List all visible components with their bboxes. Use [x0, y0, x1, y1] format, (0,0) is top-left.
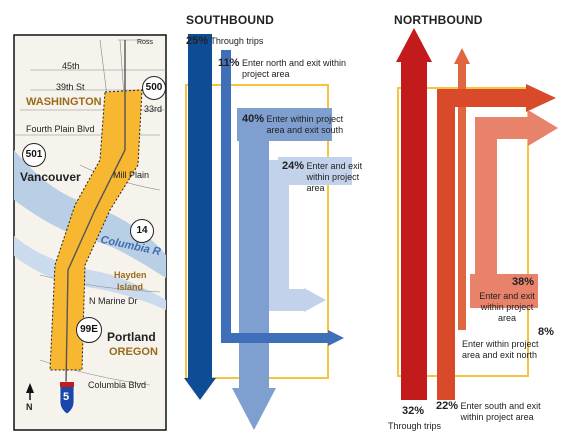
- sb-25-pct: 25%: [186, 35, 209, 47]
- nb-38-pct: 38%: [512, 276, 535, 288]
- southbound-heading: SOUTHBOUND: [186, 13, 274, 27]
- sb-11-label: Enter north and exit within project area: [241, 58, 346, 79]
- nb-8-pct: 8%: [538, 326, 554, 338]
- state-washington: WASHINGTON: [26, 96, 102, 108]
- sb-11-item: 11% Enter north and exit within project …: [218, 58, 357, 80]
- river-channel: [14, 236, 166, 310]
- hayden-island-line1: Hayden: [114, 270, 147, 280]
- route-501-shield-icon: 501: [22, 143, 46, 167]
- sb-flow-11: [221, 50, 344, 346]
- sb-24-label: Enter and exit within project area: [306, 161, 363, 193]
- nb-32-pct: 32%: [402, 405, 425, 417]
- sb-flow-24: [267, 157, 352, 312]
- nb-22-item: 22% Enter south and exit within project …: [436, 401, 553, 423]
- nb-22-label: Enter south and exit within project area: [460, 401, 541, 422]
- sb-24-pct: 24%: [282, 160, 305, 172]
- project-corridor: [49, 89, 143, 371]
- sb-40-pct: 40%: [242, 113, 265, 125]
- sb-flow-25: [184, 34, 216, 400]
- hayden-island-line2: Island: [117, 282, 144, 292]
- sb-40-label: Enter within project area and exit south: [266, 114, 344, 135]
- sb-flow-40: [232, 108, 332, 430]
- i5-line: [65, 40, 126, 386]
- north-arrow-icon: [26, 383, 34, 400]
- sb-25-item: 25% Through trips: [186, 36, 263, 47]
- city-portland: Portland: [107, 330, 156, 344]
- street-ross: Ross: [137, 39, 153, 46]
- interstate-5-label: 5: [63, 391, 70, 403]
- nb-22-pct: 22%: [436, 400, 459, 412]
- nb-32-label: Through trips: [388, 421, 442, 431]
- nb-38-label: Enter and exit within project area: [479, 291, 535, 323]
- sb-24-item: 24% Enter and exit within project area: [282, 161, 377, 194]
- street-columbia-blvd: Columbia Blvd: [88, 380, 147, 390]
- street-fourth-plain: Fourth Plain Blvd: [26, 124, 95, 134]
- sb-11-pct: 11%: [218, 57, 240, 69]
- route-14-shield-icon: 14: [130, 219, 154, 243]
- interstate-5-shield-icon: [59, 381, 75, 415]
- route-500-shield-icon: 500: [142, 76, 166, 100]
- north-label: N: [26, 402, 33, 412]
- street-marine-dr: N Marine Dr: [89, 296, 138, 306]
- route-99e-shield-icon: 99E: [76, 317, 102, 343]
- sb-25-label: Through trips: [210, 36, 264, 46]
- city-vancouver: Vancouver: [20, 170, 81, 184]
- nb-8-label: Enter within project area and exit north: [462, 339, 539, 360]
- nb-flow-32: [396, 28, 432, 400]
- street-mill-plain: Mill Plain: [113, 170, 150, 180]
- nb-flow-22: [437, 84, 556, 400]
- street-39th: 39th St: [56, 82, 85, 92]
- northbound-heading: NORTHBOUND: [394, 13, 483, 27]
- nb-flow-38: [470, 110, 558, 308]
- state-oregon: OREGON: [109, 346, 158, 358]
- street-33rd: 33rd: [144, 104, 163, 114]
- sb-40-item: 40% Enter within project area and exit s…: [242, 114, 355, 136]
- street-45th: 45th: [62, 61, 80, 71]
